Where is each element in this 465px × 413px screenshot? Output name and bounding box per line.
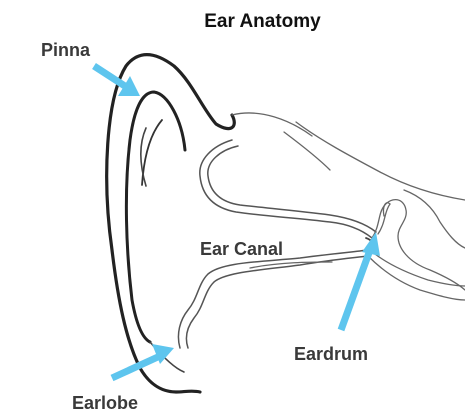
eardrum-arrow [341, 232, 380, 330]
surrounding-structures [232, 113, 465, 300]
label-pinna: Pinna [41, 41, 90, 59]
label-ear-canal: Ear Canal [200, 240, 283, 258]
label-earlobe: Earlobe [72, 394, 138, 412]
diagram-title: Ear Anatomy [0, 12, 465, 31]
label-eardrum: Eardrum [294, 345, 368, 363]
